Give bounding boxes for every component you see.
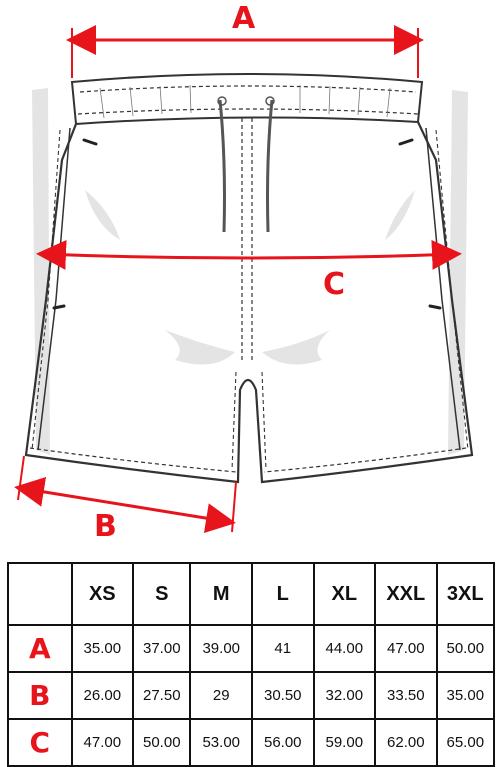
size-header-xs: XS [70,562,135,626]
table-cell: 41 [251,624,315,673]
table-cell: 37.00 [132,624,192,673]
drawstrings [217,96,275,233]
size-header-xl: XL [312,562,377,626]
table-cell: 35.00 [435,671,496,720]
size-header-s: S [132,562,192,626]
arrow-c [36,239,462,270]
row-label-c: C [7,718,73,767]
size-table: XS S M L XL XXL 3XL A 35.00 37.00 39.00 … [7,562,496,767]
pocket-marks [52,138,442,310]
table-cell: 50.00 [435,624,496,673]
table-cell: 47.00 [374,624,438,673]
waistband [70,73,424,126]
fabric-shading [32,88,468,455]
arrow-b [14,477,236,533]
body-outline [24,118,474,484]
table-cell: 26.00 [70,671,135,720]
size-header-m: M [189,562,253,626]
table-cell: 62.00 [374,718,438,767]
table-row: B 26.00 27.50 29 30.50 32.00 33.50 35.00 [7,671,496,720]
table-cell: 53.00 [189,718,253,767]
table-row: C 47.00 50.00 53.00 56.00 59.00 62.00 65… [7,718,496,767]
dimension-label-c: C [323,267,346,302]
table-cell: 50.00 [132,718,192,767]
row-label-b: B [7,671,73,720]
dimension-label-a: A [232,1,256,36]
size-header-l: L [251,562,315,626]
table-cell: 30.50 [251,671,315,720]
size-header-3xl: 3XL [435,562,496,626]
table-cell: 56.00 [251,718,315,767]
table-cell: 35.00 [70,624,135,673]
table-cell: 59.00 [312,718,377,767]
table-cell: 39.00 [189,624,253,673]
shorts-outline [14,25,474,533]
table-cell: 65.00 [435,718,496,767]
table-corner [7,562,73,626]
table-cell: 27.50 [132,671,192,720]
size-header-xxl: XXL [374,562,438,626]
size-header-row: XS S M L XL XXL 3XL [7,562,496,626]
dimension-arrows [14,25,462,533]
table-cell: 33.50 [374,671,438,720]
table-row: A 35.00 37.00 39.00 41 44.00 47.00 50.00 [7,624,496,673]
table-cell: 44.00 [312,624,377,673]
row-label-a: A [7,624,73,673]
table-cell: 32.00 [312,671,377,720]
dimension-label-b: B [94,509,117,544]
table-cell: 29 [189,671,253,720]
shorts-diagram: A C B [14,1,474,544]
table-cell: 47.00 [70,718,135,767]
